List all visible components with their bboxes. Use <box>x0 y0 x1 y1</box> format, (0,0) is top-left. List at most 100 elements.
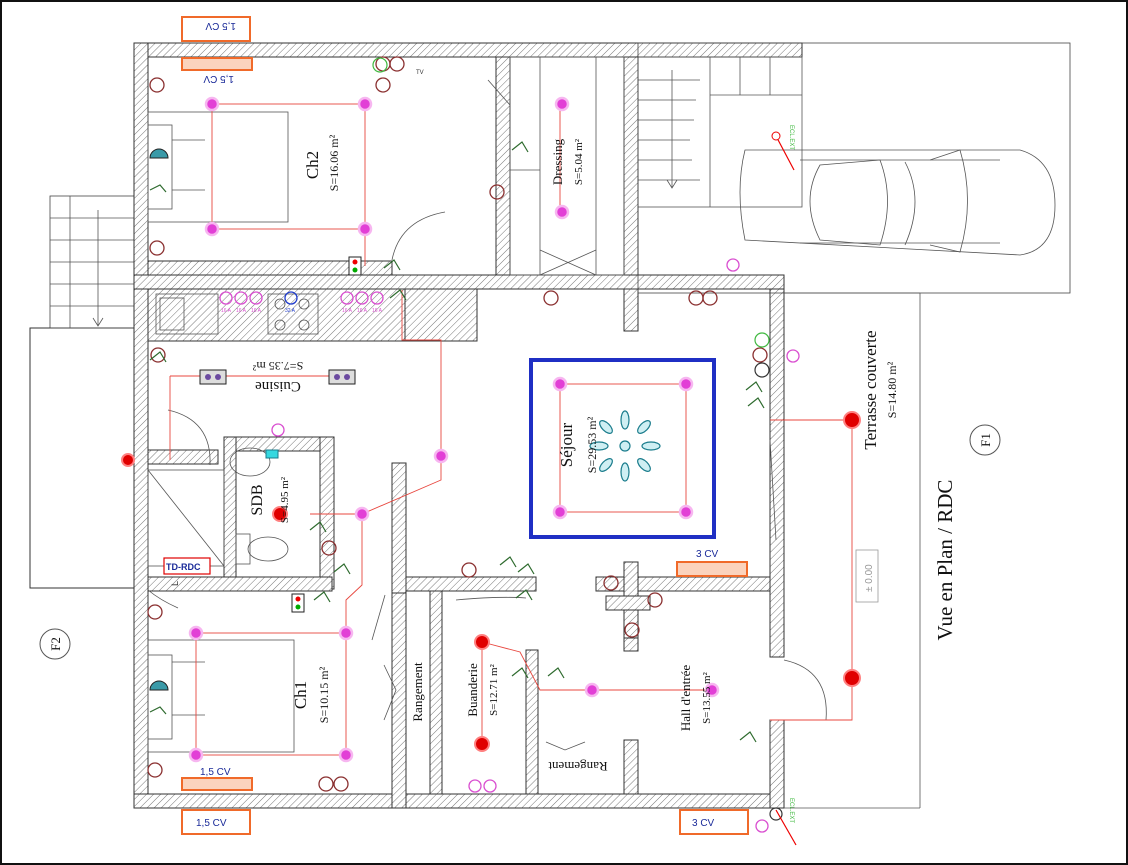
room-name-dressing: Dressing <box>550 138 565 185</box>
ac-label-top-inner: 1,5 CV <box>203 73 234 84</box>
ac-outdoor-top <box>181 16 251 42</box>
lamp-ch2-2 <box>357 96 373 112</box>
room-area-terrasse: S=14.80 m² <box>885 361 899 418</box>
bed-ch1 <box>147 639 295 753</box>
light-switches <box>149 57 783 821</box>
electrical-panel <box>163 557 211 575</box>
bathroom-fixtures <box>147 447 289 567</box>
lamp-ch2-4 <box>357 221 373 237</box>
socket-label-16a: 16 A <box>372 308 383 314</box>
lamp-hall-2 <box>704 682 720 698</box>
ac-label-hall-outer: 3 CV <box>692 818 715 829</box>
garage <box>637 42 1071 294</box>
panel-label: TD-RDC <box>166 562 201 572</box>
socket-label-32a: 32 A <box>285 308 296 314</box>
ceiling-lamps <box>188 96 720 763</box>
room-name-hall: Hall d'entrée <box>678 665 693 731</box>
room-name-terrasse: Terrasse couverte <box>861 330 880 449</box>
tv-label: TV <box>416 70 424 76</box>
socket-label-16a: 16 A <box>236 308 247 314</box>
lamp-dressing-2 <box>554 204 570 220</box>
exterior-walls <box>133 42 803 809</box>
socket-label-16a: 16 A <box>357 308 368 314</box>
bed-lamp-icons <box>149 148 169 691</box>
lamp-ch1-4 <box>338 747 354 763</box>
cooker-socket-32a <box>284 291 298 305</box>
room-name-ch2: Ch2 <box>303 151 322 179</box>
staircase <box>637 56 803 208</box>
room-name-rangement-1: Rangement <box>410 662 425 722</box>
room-name-buanderie: Buanderie <box>465 663 480 717</box>
room-area-buanderie: S=12.71 m² <box>488 663 500 715</box>
room-area-ch1: S=10.15 m² <box>317 666 331 723</box>
facade-f1-label: F1 <box>978 433 993 447</box>
light-exterior <box>121 453 135 467</box>
ac-indoor-top <box>181 57 253 71</box>
wall-light-points <box>121 411 861 752</box>
left-annex <box>29 195 135 589</box>
bed-lamp-ch1-icon <box>149 680 169 691</box>
light-label: L <box>170 581 180 586</box>
room-name-sejour: Séjour <box>557 422 576 467</box>
kitchen-sockets <box>219 258 800 833</box>
room-area-sejour: S=29.53 m² <box>585 416 599 473</box>
exterior-lights: ECL.EXT ECL.EXT <box>771 125 797 846</box>
room-area-sdb: S=4.95 m² <box>279 476 291 523</box>
lamp-sejour-1 <box>552 376 568 392</box>
facade-f2-label: F2 <box>48 637 63 651</box>
ac-label-top-outer: 1,5 CV <box>205 20 236 31</box>
light-terrace-2 <box>843 669 861 687</box>
lamp-sejour-2 <box>678 376 694 392</box>
lamp-corridor <box>433 448 449 464</box>
ac-label-bottom-inner: 1,5 CV <box>200 767 231 778</box>
room-name-rangement-2: Rangement <box>548 759 608 774</box>
electrical-wiring <box>169 103 853 756</box>
room-area-cuisine: S=7.35 m² <box>252 359 303 373</box>
ac-outdoor-hall <box>679 809 749 835</box>
kitchen-fixtures <box>155 293 319 335</box>
socket-amperage-labels: 16 A 16 A 16 A 32 A 16 A 16 A 16 A <box>221 308 383 314</box>
radiators <box>199 256 362 613</box>
light-buanderie-2 <box>474 736 490 752</box>
level-box <box>855 549 879 603</box>
power-sockets <box>147 56 768 792</box>
level-label: ± 0.00 <box>864 564 875 592</box>
lamp-sdb-hall <box>354 506 370 522</box>
room-area-ch2: S=16.06 m² <box>327 134 341 191</box>
ac-outdoor-bottom <box>181 809 251 835</box>
lamp-ch2-1 <box>204 96 220 112</box>
living-room-frame <box>529 358 716 539</box>
lamp-ch1-3 <box>188 747 204 763</box>
socket-label-16a: 16 A <box>251 308 262 314</box>
ac-indoor-hall <box>676 561 748 577</box>
ac-label-hall-inner: 3 CV <box>696 549 719 560</box>
ext-light-label-top: ECL.EXT <box>788 125 794 150</box>
socket-label-16a: 16 A <box>221 308 232 314</box>
light-sdb <box>272 506 288 522</box>
light-terrace-1 <box>843 411 861 429</box>
room-area-dressing: S=5.04 m² <box>573 138 585 185</box>
bed-ch2 <box>147 111 289 223</box>
interior-walls <box>147 56 771 809</box>
lamp-ch1-1 <box>188 625 204 641</box>
terrace-boundary <box>769 292 921 809</box>
ac-indoor-bottom <box>181 777 253 791</box>
bed-lamp-ch2-icon <box>149 148 169 159</box>
dressing-shelves <box>509 56 625 276</box>
lamp-hall-1 <box>584 682 600 698</box>
socket-label-16a: 16 A <box>342 308 353 314</box>
ac-units: 1,5 CV 1,5 CV 1,5 CV 1,5 CV 3 CV 3 CV <box>181 16 749 835</box>
doors <box>147 79 586 751</box>
facade-marker-f2: F2 <box>39 628 71 660</box>
chandelier-icon <box>589 410 661 482</box>
drawing-title: Vue en Plan / RDC <box>933 480 957 641</box>
lamp-dressing-1 <box>554 96 570 112</box>
room-name-sdb: SDB <box>249 484 266 515</box>
facade-marker-f1: F1 <box>969 424 1001 456</box>
room-name-ch1: Ch1 <box>291 681 310 709</box>
lamp-sejour-3 <box>552 504 568 520</box>
lamp-ch1-2 <box>338 625 354 641</box>
lamp-ch2-3 <box>204 221 220 237</box>
